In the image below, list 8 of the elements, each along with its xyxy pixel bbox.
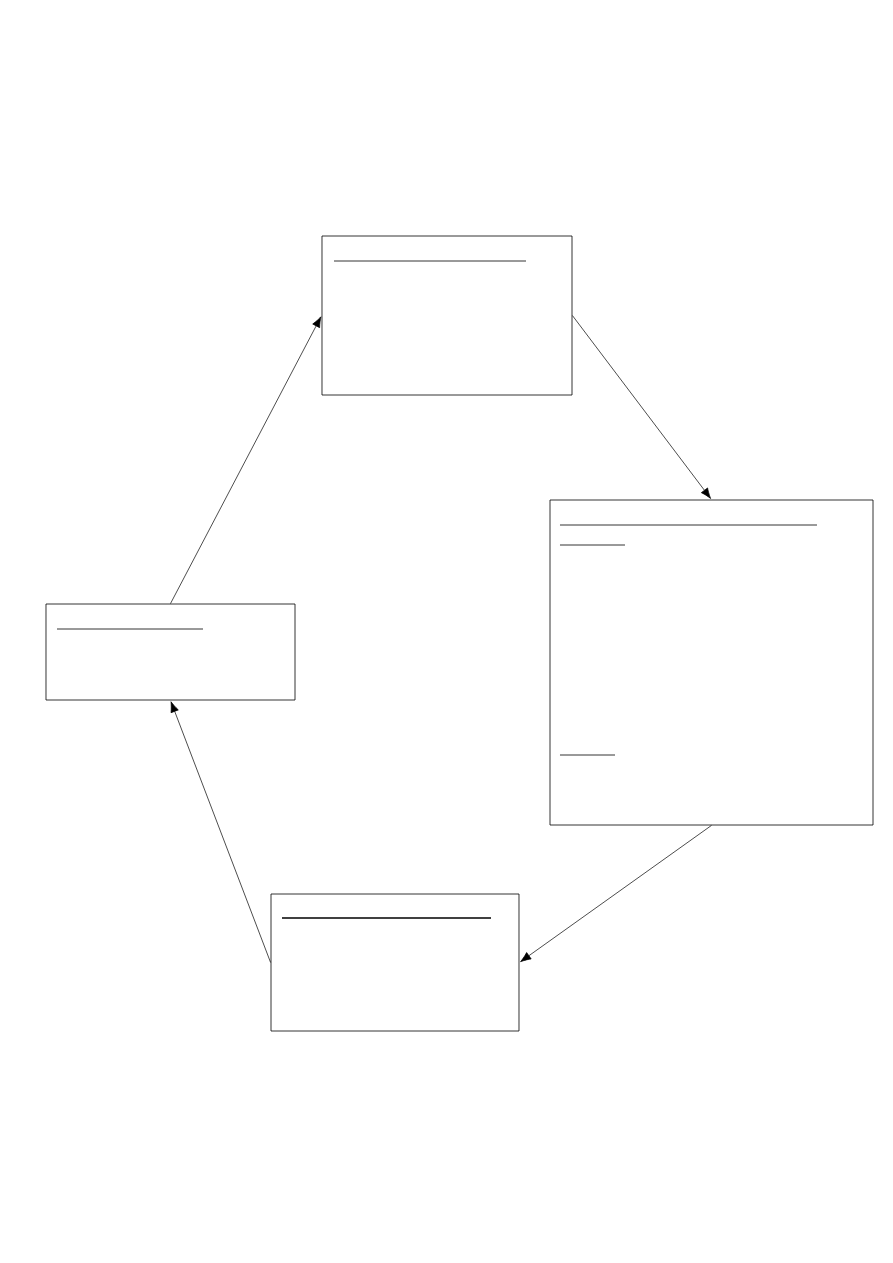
- empty-box: [549, 499, 874, 826]
- empty-box: [45, 603, 296, 701]
- empty-box: [321, 235, 573, 396]
- empty-box: [270, 893, 520, 1032]
- arrow: [170, 316, 322, 604]
- arrow: [572, 315, 711, 499]
- arrow: [170, 701, 271, 963]
- arrow: [520, 825, 712, 962]
